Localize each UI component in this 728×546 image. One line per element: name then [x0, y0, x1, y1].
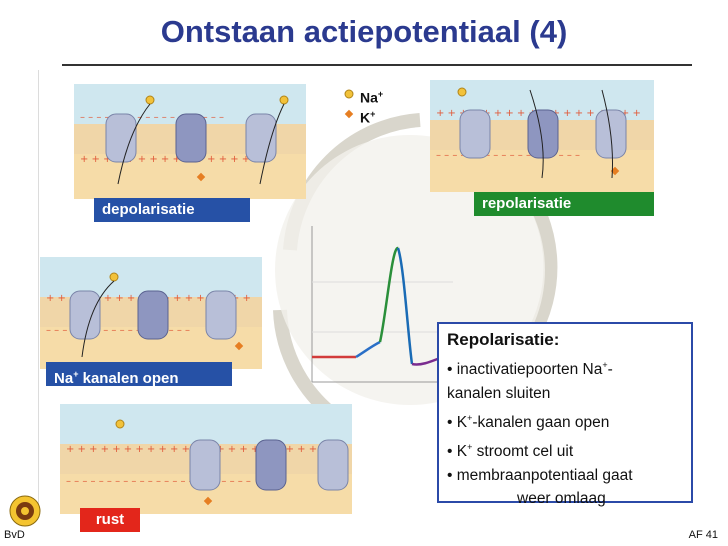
- ion-legend: Na+ K+: [342, 84, 384, 126]
- infobox-bullet-1-line2: kanalen sluiten: [447, 385, 551, 403]
- bullet-2-sup: +: [467, 413, 473, 424]
- membrane-depolarisatie: – – – – – – – – – – – – – – – – – – + + …: [74, 84, 306, 199]
- bullet-3-text-a: K: [456, 443, 468, 461]
- legend-k-label: K: [360, 109, 371, 126]
- action-potential-graph: [311, 226, 453, 383]
- membrane-rust: + + + + + + + + + + + + + + + + + + + + …: [60, 404, 352, 514]
- infobox-bullet-4-line2: weer omlaag: [517, 490, 606, 508]
- legend-na: Na+: [342, 84, 384, 106]
- footer-author: BvD: [4, 529, 25, 541]
- k-diamond-icon: [344, 109, 354, 119]
- svg-text:– – – – – – – – – – – – – – –: – – – – – – – – – – – – – – – – – –: [436, 150, 580, 161]
- logo-seal-icon: [9, 495, 41, 527]
- svg-text:+ + + + + + + + + + + + + + +: + + + + + + + + + + + + + + + + +: [80, 154, 273, 165]
- title-rule: [62, 64, 692, 66]
- repolarisatie-infobox: Repolarisatie: • inactivatiepoorten Na+-…: [437, 322, 693, 507]
- infobox-bullet-1: • inactivatiepoorten Na+-: [447, 360, 613, 379]
- legend-k-sup: +: [370, 109, 376, 119]
- legend-na-label: Na: [360, 89, 378, 106]
- legend-k: K+: [342, 104, 383, 126]
- label-rust: rust: [80, 508, 140, 532]
- infobox-bullet-3: • K+ stroomt cel uit: [447, 442, 574, 461]
- bullet-1-text-b: -: [607, 361, 613, 379]
- label-depolarisatie: depolarisatie: [94, 198, 250, 222]
- na-dot-icon: [344, 89, 354, 99]
- membrane-na-open: + + + + + + + + + + + + + + + + + + – – …: [40, 257, 262, 369]
- svg-text:– – – – – – – – – – – – – – –: – – – – – – – – – – – – – – – – – –: [46, 325, 190, 336]
- bullet-2-text-b: -kanalen gaan open: [472, 414, 610, 432]
- bullet-3-text-b: stroomt cel uit: [472, 443, 574, 461]
- label-na-kanalen-open: Na+ kanalen open: [46, 362, 232, 387]
- infobox-heading: Repolarisatie:: [447, 330, 560, 349]
- bullet-1-text-a: inactivatiepoorten Na: [456, 361, 603, 379]
- infobox-bullet-2: • K+-kanalen gaan open: [447, 413, 610, 432]
- legend-na-sup: +: [377, 89, 384, 99]
- infobox-bullet-4: • membraanpotentiaal gaat: [447, 467, 633, 485]
- label-na-sup: +: [73, 369, 79, 379]
- slide-title: Ontstaan actiepotentiaal (4): [160, 14, 568, 49]
- footer-page: AF 41: [688, 529, 718, 541]
- svg-text:– – – – – – – – – – – – – – –: – – – – – – – – – – – – – – – – – – – – …: [66, 476, 251, 487]
- svg-text:– – – – – – – – – – – – – – –: – – – – – – – – – – – – – – – – – –: [80, 112, 224, 123]
- bullet-2-text-a: K: [456, 414, 468, 432]
- membrane-repolarisatie: + + + + + + + + + + + + + + + + + + – – …: [430, 80, 654, 192]
- bullet-1-sup: +: [602, 360, 608, 370]
- label-na-prefix: Na: [54, 370, 74, 387]
- bullet-3-sup: +: [467, 442, 473, 453]
- label-repolarisatie: repolarisatie: [474, 192, 654, 216]
- bullet-4-text: membraanpotentiaal gaat: [456, 467, 633, 485]
- label-na-suffix: kanalen open: [78, 370, 179, 387]
